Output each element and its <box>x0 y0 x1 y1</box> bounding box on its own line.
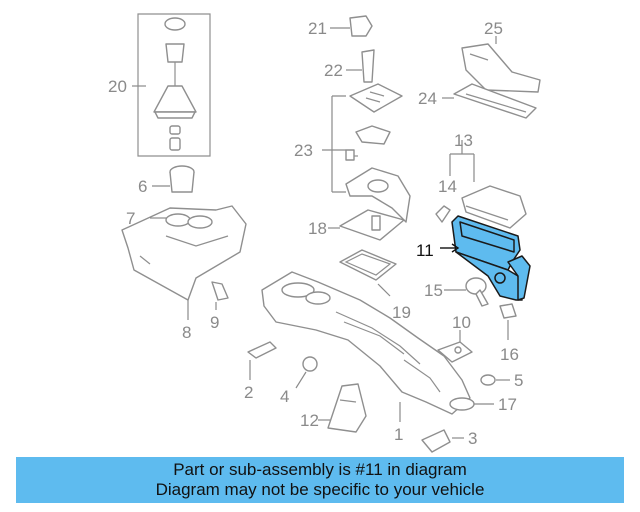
part-16-cap <box>499 303 517 319</box>
callout-24: 24 <box>418 89 437 108</box>
part-21-shift-knob <box>349 15 373 37</box>
part-15-release-knob <box>465 277 489 307</box>
part-5-bulb <box>480 374 496 386</box>
callout-5: 5 <box>514 371 523 390</box>
callout-17: 17 <box>498 395 517 414</box>
callout-15: 15 <box>424 281 443 300</box>
part-22-shift-lever <box>361 49 375 83</box>
part-2-hook <box>247 341 277 359</box>
callout-2: 2 <box>244 383 253 402</box>
callout-18: 18 <box>308 219 327 238</box>
part-20-shifter-boot-group <box>137 13 211 157</box>
part-7-8-console-bracket <box>121 205 247 301</box>
callout-7: 7 <box>126 209 135 228</box>
part-9-clip <box>211 281 229 301</box>
info-banner: Part or sub-assembly is #11 in diagram D… <box>16 457 624 503</box>
callout-12: 12 <box>300 411 319 430</box>
part-18-shift-trim <box>339 209 405 241</box>
callout-1: 1 <box>394 425 403 444</box>
callout-6: 6 <box>138 177 147 196</box>
part-4-plug <box>302 356 318 372</box>
callout-14: 14 <box>438 177 457 196</box>
callout-9: 9 <box>210 313 219 332</box>
callout-16: 16 <box>500 345 519 364</box>
callout-8: 8 <box>182 323 191 342</box>
callout-13: 13 <box>454 131 473 150</box>
part-12-mount-bracket <box>327 383 367 433</box>
part-1-console-body <box>261 271 475 415</box>
callout-19: 19 <box>392 303 411 322</box>
part-19-tray-mat <box>339 249 397 281</box>
part-10-bracket <box>437 341 473 363</box>
callout-3: 3 <box>468 429 477 448</box>
part-25-armrest-cover <box>461 43 541 93</box>
part-24-armrest-base <box>453 83 537 119</box>
callout-20: 20 <box>108 77 127 96</box>
parts-diagram: 20 6 7 8 9 21 22 23 <box>108 13 541 453</box>
callout-10: 10 <box>452 313 471 332</box>
part-23-shift-indicator <box>345 83 411 223</box>
part-6-cup-holder-insert <box>169 165 195 193</box>
banner-line-2: Diagram may not be specific to your vehi… <box>155 480 485 499</box>
part-14-latch <box>435 205 451 223</box>
callout-11: 11 <box>416 241 434 260</box>
callout-21: 21 <box>308 19 327 38</box>
part-13-armrest-lid <box>461 185 527 229</box>
callout-4: 4 <box>280 387 289 406</box>
banner-line-1: Part or sub-assembly is #11 in diagram <box>173 460 467 479</box>
callout-22: 22 <box>324 61 343 80</box>
part-11-storage-compartment-highlighted <box>451 215 531 301</box>
callout-23: 23 <box>294 141 313 160</box>
callout-25: 25 <box>484 19 503 38</box>
part-3-clip <box>421 429 451 453</box>
